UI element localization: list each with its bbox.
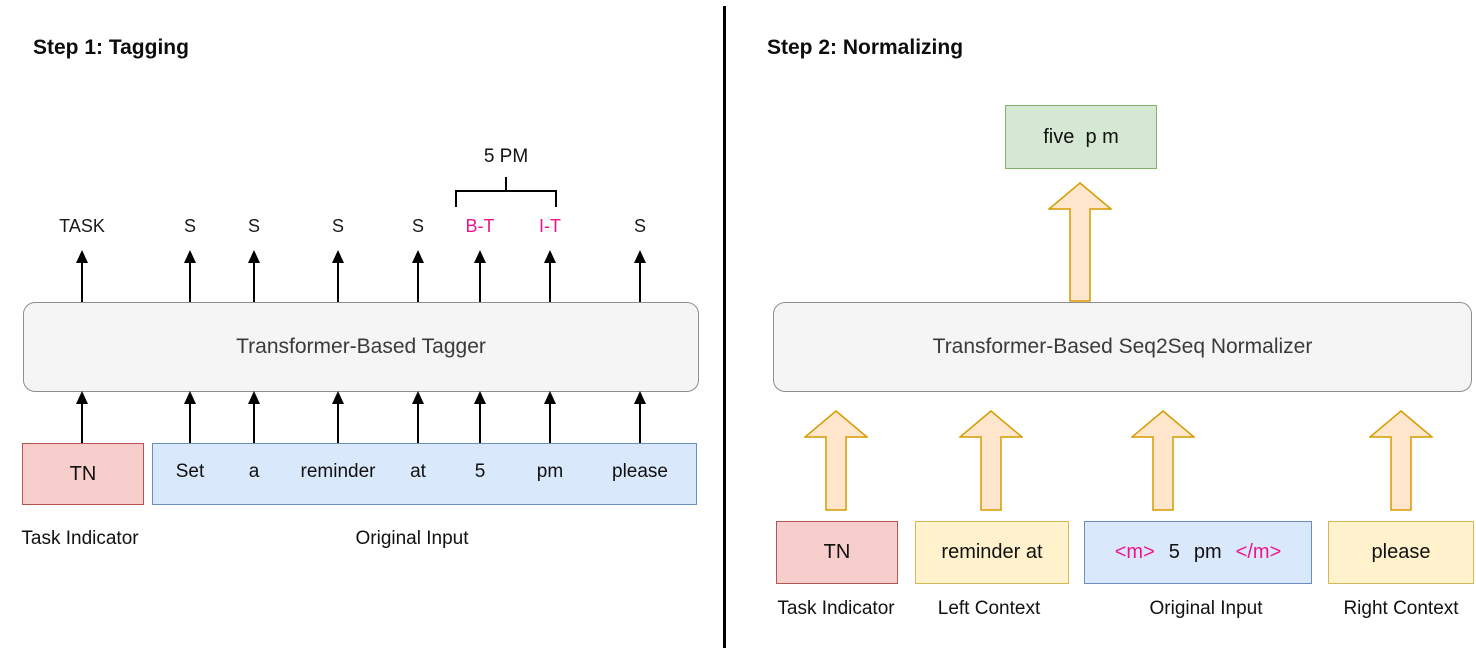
token: please xyxy=(612,461,668,482)
tag-label-highlight: B-T xyxy=(465,216,495,236)
bracket-left-tick xyxy=(455,190,457,207)
caption-left-context: Left Context xyxy=(937,598,1041,619)
normalizer-box: Transformer-Based Seq2Seq Normalizer xyxy=(773,302,1472,392)
normalized-output-box: five p m xyxy=(1005,105,1157,169)
tag-label-highlight: I-T xyxy=(539,216,561,236)
marked-original-input-box: <m> 5 pm </m> xyxy=(1084,521,1312,584)
up-block-arrow-icon xyxy=(959,410,1023,511)
entity-span-label: 5 PM xyxy=(483,146,529,167)
caption-task-indicator: Task Indicator xyxy=(21,528,139,549)
normalizer-label: Transformer-Based Seq2Seq Normalizer xyxy=(932,335,1313,358)
normalized-output-text: five p m xyxy=(1043,125,1119,148)
token: at xyxy=(410,461,426,482)
up-block-arrow-icon xyxy=(1048,182,1112,302)
open-marker-token: <m> xyxy=(1114,541,1155,563)
token-highlight: 5 xyxy=(474,461,486,482)
tag-label: S xyxy=(411,216,425,236)
token: a xyxy=(248,461,260,482)
left-context-text: reminder at xyxy=(941,541,1043,563)
tagger-box: Transformer-Based Tagger xyxy=(23,302,699,392)
right-context-text: please xyxy=(1371,541,1431,563)
tag-label: S xyxy=(183,216,197,236)
bracket-center-stem xyxy=(505,177,507,191)
original-input-box xyxy=(152,443,697,505)
task-token: TN xyxy=(823,541,851,563)
tagger-label: Transformer-Based Tagger xyxy=(236,335,486,358)
caption-original-input: Original Input xyxy=(1149,598,1263,619)
step1-title: Step 1: Tagging xyxy=(33,36,189,59)
tag-label: S xyxy=(633,216,647,236)
token: pm xyxy=(1193,541,1222,563)
token: reminder xyxy=(300,461,376,482)
bracket-right-tick xyxy=(555,190,557,207)
token: Set xyxy=(175,461,205,482)
bracket-horizontal xyxy=(455,190,557,192)
task-indicator-box: TN xyxy=(776,521,898,584)
caption-original-input: Original Input xyxy=(355,528,469,549)
up-block-arrow-icon xyxy=(804,410,868,511)
tag-label: TASK xyxy=(59,216,105,236)
task-token: TN xyxy=(69,462,97,485)
caption-right-context: Right Context xyxy=(1343,598,1459,619)
token-highlight: pm xyxy=(536,461,564,482)
tag-label: S xyxy=(331,216,345,236)
right-context-box: please xyxy=(1328,521,1474,584)
left-context-box: reminder at xyxy=(915,521,1069,584)
caption-task-indicator: Task Indicator xyxy=(777,598,895,619)
up-block-arrow-icon xyxy=(1131,410,1195,511)
up-block-arrow-icon xyxy=(1369,410,1433,511)
step2-title: Step 2: Normalizing xyxy=(767,36,964,59)
token: 5 xyxy=(1168,541,1180,563)
panel-divider-line xyxy=(723,6,726,648)
close-marker-token: </m> xyxy=(1235,541,1282,563)
tag-label: S xyxy=(247,216,261,236)
task-indicator-box: TN xyxy=(22,443,144,505)
